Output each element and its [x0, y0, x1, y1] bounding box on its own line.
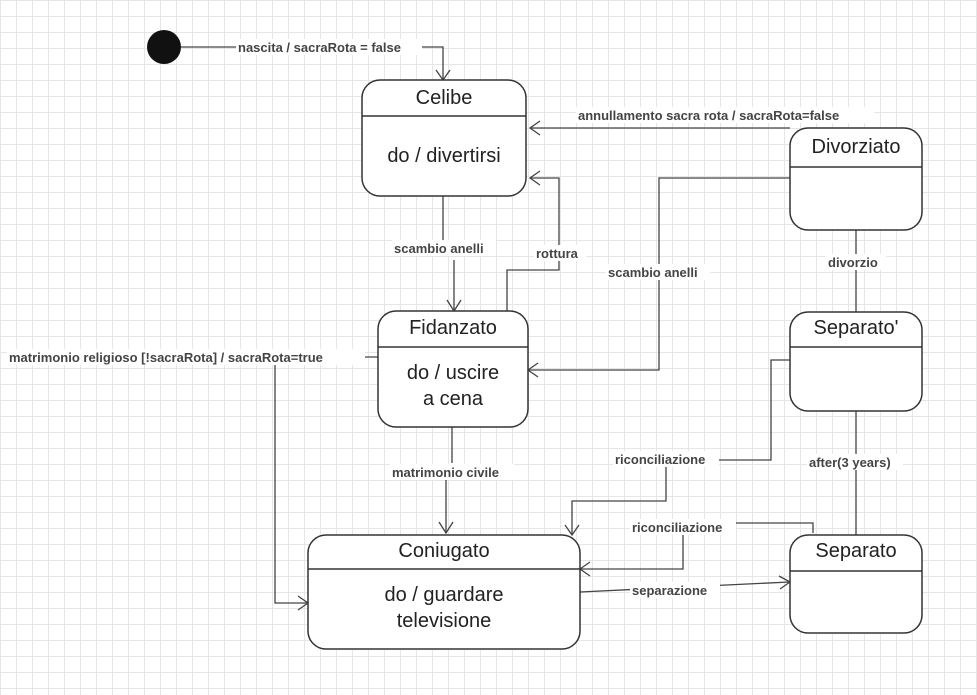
- state-divorziato[interactable]: Divorziato: [789, 127, 923, 231]
- state-separato[interactable]: Separato: [789, 534, 923, 634]
- state-fidanzato[interactable]: Fidanzato do / uscire a cena: [377, 310, 529, 428]
- state-name: Celibe: [416, 87, 473, 109]
- state-activity: do / guardare: [385, 584, 504, 606]
- transition-label-matrimonio-religioso: matrimonio religioso [!sacraRota] / sacr…: [9, 350, 323, 365]
- transition-label-divorzio: divorzio: [828, 255, 878, 270]
- state-name: Coniugato: [398, 540, 489, 562]
- state-activity: do / divertirsi: [387, 145, 500, 167]
- state-name: Divorziato: [812, 136, 901, 158]
- transition-label-separazione: separazione: [632, 583, 707, 598]
- transition-label-rottura: rottura: [536, 246, 579, 261]
- initial-node[interactable]: [147, 30, 181, 64]
- transition-label-riconciliazione-2: riconciliazione: [632, 520, 722, 535]
- transition-label-scambio-anelli-2: scambio anelli: [608, 265, 698, 280]
- transition-label-after: after(3 years): [809, 455, 891, 470]
- edge-riconciliazione-1: [571, 359, 790, 535]
- arrowhead: [438, 521, 454, 535]
- state-activity: do / uscire: [407, 362, 499, 384]
- state-activity: televisione: [397, 610, 492, 632]
- transition-label-nascita: nascita / sacraRota = false: [238, 40, 401, 55]
- transition-label-scambio-anelli-1: scambio anelli: [394, 241, 484, 256]
- edge-scambio-anelli-1: [442, 196, 455, 311]
- transition-label-riconciliazione-1: riconciliazione: [615, 452, 705, 467]
- state-coniugato[interactable]: Coniugato do / guardare televisione: [307, 534, 581, 650]
- state-separato-prime[interactable]: Separato': [789, 311, 923, 412]
- arrowhead: [528, 120, 541, 136]
- arrowhead: [528, 170, 541, 186]
- edge-rottura: [506, 177, 560, 311]
- state-name: Fidanzato: [409, 317, 497, 339]
- arrowhead: [564, 524, 580, 537]
- state-name: Separato': [814, 317, 899, 339]
- state-activity: a cena: [423, 388, 484, 410]
- state-celibe[interactable]: Celibe do / divertirsi: [361, 79, 527, 197]
- transition-label-annullamento: annullamento sacra rota / sacraRota=fals…: [578, 108, 839, 123]
- transition-label-matrimonio-civile: matrimonio civile: [392, 465, 499, 480]
- state-name: Separato: [815, 540, 896, 562]
- edge-matrimonio-civile: [445, 427, 453, 533]
